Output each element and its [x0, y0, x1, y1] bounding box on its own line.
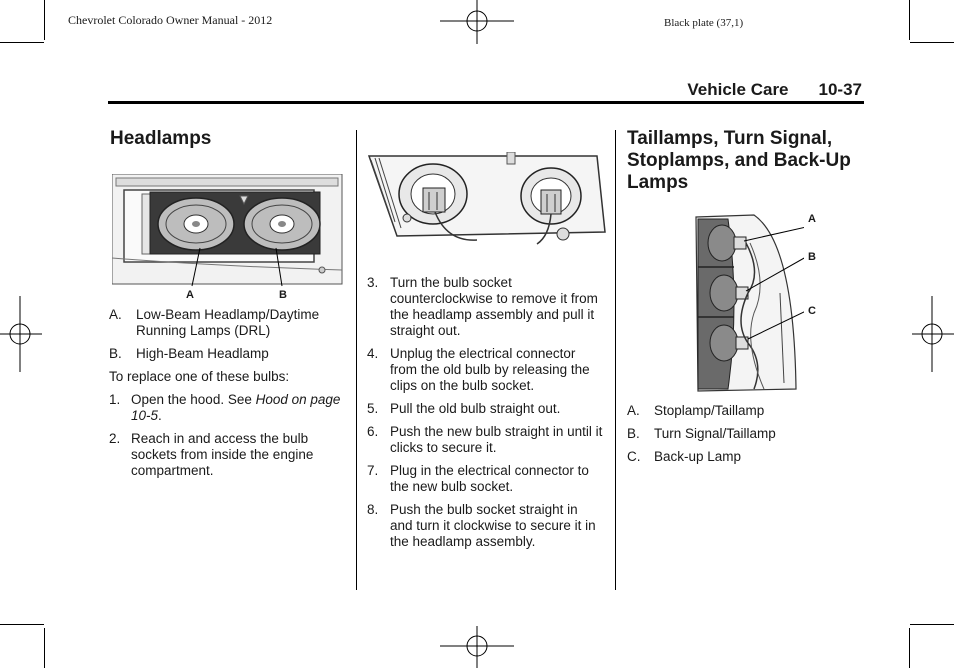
headlamp-illustration [112, 174, 343, 287]
steps-list: 3. Turn the bulb socket counterclockwise… [367, 275, 603, 557]
registration-mark-bottom [440, 626, 514, 668]
column-divider [356, 130, 357, 590]
taillamp-callout-b: B [808, 251, 816, 263]
headlamp-rear-illustration [367, 152, 606, 245]
registration-mark-right [912, 296, 954, 372]
crop-mark [0, 624, 44, 625]
step-item: 1. Open the hood. See Hood on page 10-5. [109, 392, 341, 423]
headlamps-heading: Headlamps [110, 128, 212, 149]
page-number: 10-37 [818, 80, 862, 99]
taillamp-illustration [695, 214, 804, 392]
headlamp-callout-b: B [279, 289, 287, 301]
headlamps-text: A. Low-Beam Headlamp/Daytime Running Lam… [109, 307, 345, 486]
registration-mark-left [0, 296, 42, 372]
taillamp-callout-a: A [808, 213, 816, 225]
crop-mark [909, 0, 910, 40]
step-item: 4. Unplug the electrical connector from … [367, 346, 590, 393]
crop-mark [44, 628, 45, 668]
crop-mark [0, 42, 44, 43]
taillamp-callout-c: C [808, 305, 816, 317]
taillamps-legend: A. Stoplamp/Taillamp B. Turn Signal/Tail… [627, 403, 863, 472]
header-rule [108, 101, 864, 104]
column-divider [615, 130, 616, 590]
legend-item: A. Stoplamp/Taillamp [627, 403, 765, 418]
crop-mark [44, 0, 45, 40]
section-title: Vehicle Care [687, 80, 789, 99]
crop-mark [909, 628, 910, 668]
step-item: 7. Plug in the electrical connector to t… [367, 463, 589, 494]
manual-title: Chevrolet Colorado Owner Manual - 2012 [68, 13, 273, 27]
crop-mark [910, 42, 954, 43]
registration-mark-top [440, 0, 514, 44]
step-item: 2. Reach in and access the bulb sockets … [109, 431, 314, 478]
running-header: Vehicle Care 10-37 [687, 80, 862, 100]
hood-page-link[interactable]: Hood on page 10-5 [131, 392, 341, 423]
legend-item: A. Low-Beam Headlamp/Daytime Running Lam… [109, 307, 320, 338]
taillamps-heading: Taillamps, Turn Signal, Stoplamps, and B… [627, 128, 851, 193]
legend-item: B. Turn Signal/Taillamp [627, 426, 776, 441]
legend-item: B. High-Beam Headlamp [109, 346, 269, 361]
step-item: 5. Pull the old bulb straight out. [367, 401, 561, 416]
crop-mark [910, 624, 954, 625]
plate-label: Black plate (37,1) [664, 17, 744, 29]
step-item: 3. Turn the bulb socket counterclockwise… [367, 275, 598, 338]
headlamp-callout-a: A [186, 289, 194, 301]
intro-text: To replace one of these bulbs: [109, 369, 290, 384]
step-item: 8. Push the bulb socket straight in and … [367, 502, 596, 549]
legend-item: C. Back-up Lamp [627, 449, 742, 464]
step-item: 6. Push the new bulb straight in until i… [367, 424, 603, 455]
